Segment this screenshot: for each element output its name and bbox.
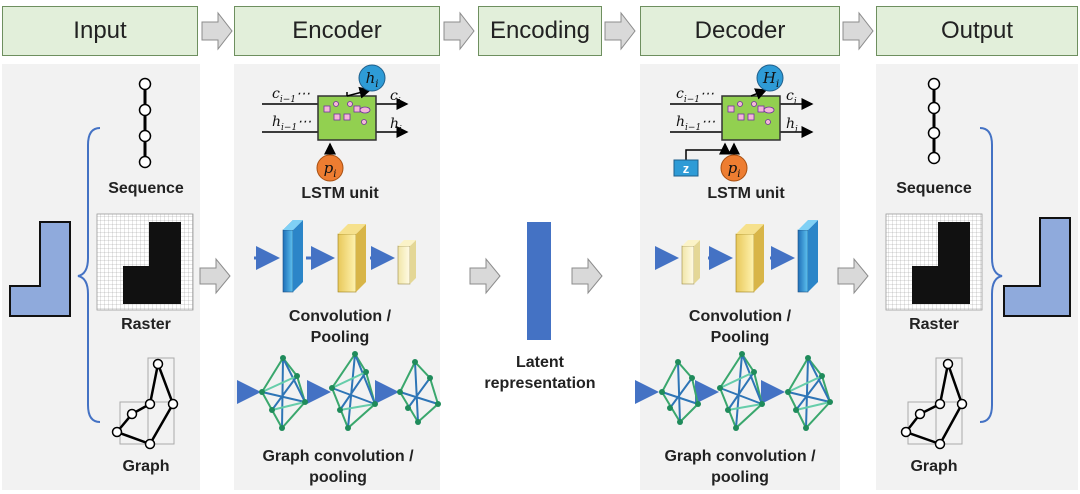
stage-encoding: Encoding — [478, 6, 602, 56]
input-sequence-label: Sequence — [108, 180, 184, 197]
decoder-conv-blocks — [655, 220, 818, 293]
input-raster-icon — [96, 213, 194, 311]
decoder-graph-label: Graph convolution / pooling — [664, 448, 816, 486]
encoder-c-in-label: ci−1⋯ — [272, 86, 310, 105]
encoder-p-label: pi — [323, 159, 337, 180]
decoder-c-in-label: ci−1⋯ — [676, 86, 714, 105]
decoder-conv-label: Convolution / Pooling — [688, 308, 792, 346]
output-graph-label: Graph — [910, 458, 958, 475]
flow-arrow-3 — [571, 257, 603, 295]
stage-arrow-3 — [604, 11, 636, 51]
input-shape — [9, 221, 71, 317]
output-brace — [979, 127, 1003, 423]
stage-decoder: Decoder — [640, 6, 840, 56]
flow-arrow-2 — [469, 257, 501, 295]
decoder-c-out-label: ci — [786, 88, 797, 107]
flow-arrow-1 — [199, 257, 231, 295]
encoder-lstm-diagram — [262, 64, 409, 182]
input-graph-icon — [111, 357, 179, 450]
decoder-graph-conv — [635, 351, 833, 431]
output-graph-icon — [900, 357, 968, 450]
input-brace — [77, 127, 101, 423]
input-sequence-icon — [138, 77, 152, 169]
output-raster-label: Raster — [909, 316, 959, 333]
decoder-p-node — [720, 154, 748, 182]
encoder-h-out-label: hi — [390, 116, 402, 135]
encoder-conv-blocks — [254, 220, 416, 293]
encoder-h-node — [358, 64, 386, 92]
decoder-lstm-diagram — [670, 64, 814, 182]
stage-arrow-2 — [443, 11, 475, 51]
output-sequence-label: Sequence — [896, 180, 972, 197]
output-raster-icon — [885, 213, 983, 311]
stage-arrow-1 — [201, 11, 233, 51]
stage-output: Output — [876, 6, 1078, 56]
encoder-c-out-label: ci — [390, 88, 401, 107]
decoder-p-label: pi — [727, 159, 741, 180]
latent-bar — [527, 222, 551, 340]
output-shape — [1003, 217, 1071, 317]
z-label: z — [682, 161, 690, 176]
stage-arrow-4 — [842, 11, 874, 51]
encoder-conv-label: Convolution / Pooling — [288, 308, 392, 346]
decoder-h-in-label: hi−1⋯ — [676, 114, 716, 133]
encoder-h-in-label: hi−1⋯ — [272, 114, 312, 133]
encoder-h-label: hi — [365, 69, 379, 90]
decoder-lstm-label: LSTM unit — [707, 185, 785, 202]
decoder-h-label: Hi — [762, 69, 780, 90]
input-graph-label: Graph — [122, 458, 170, 475]
decoder-h-out-label: hi — [786, 116, 798, 135]
encoder-lstm-label: LSTM unit — [301, 185, 379, 202]
decoder-h-node — [756, 64, 784, 92]
latent-label: Latent representation — [484, 354, 596, 392]
flow-arrow-4 — [837, 257, 869, 295]
stage-input: Input — [2, 6, 198, 56]
encoder-graph-conv — [237, 351, 441, 431]
output-sequence-icon — [927, 77, 941, 165]
stage-encoder: Encoder — [234, 6, 440, 56]
encoder-graph-label: Graph convolution / pooling — [262, 448, 414, 486]
z-box — [673, 159, 699, 177]
input-raster-label: Raster — [121, 316, 171, 333]
encoder-p-node — [316, 154, 344, 182]
